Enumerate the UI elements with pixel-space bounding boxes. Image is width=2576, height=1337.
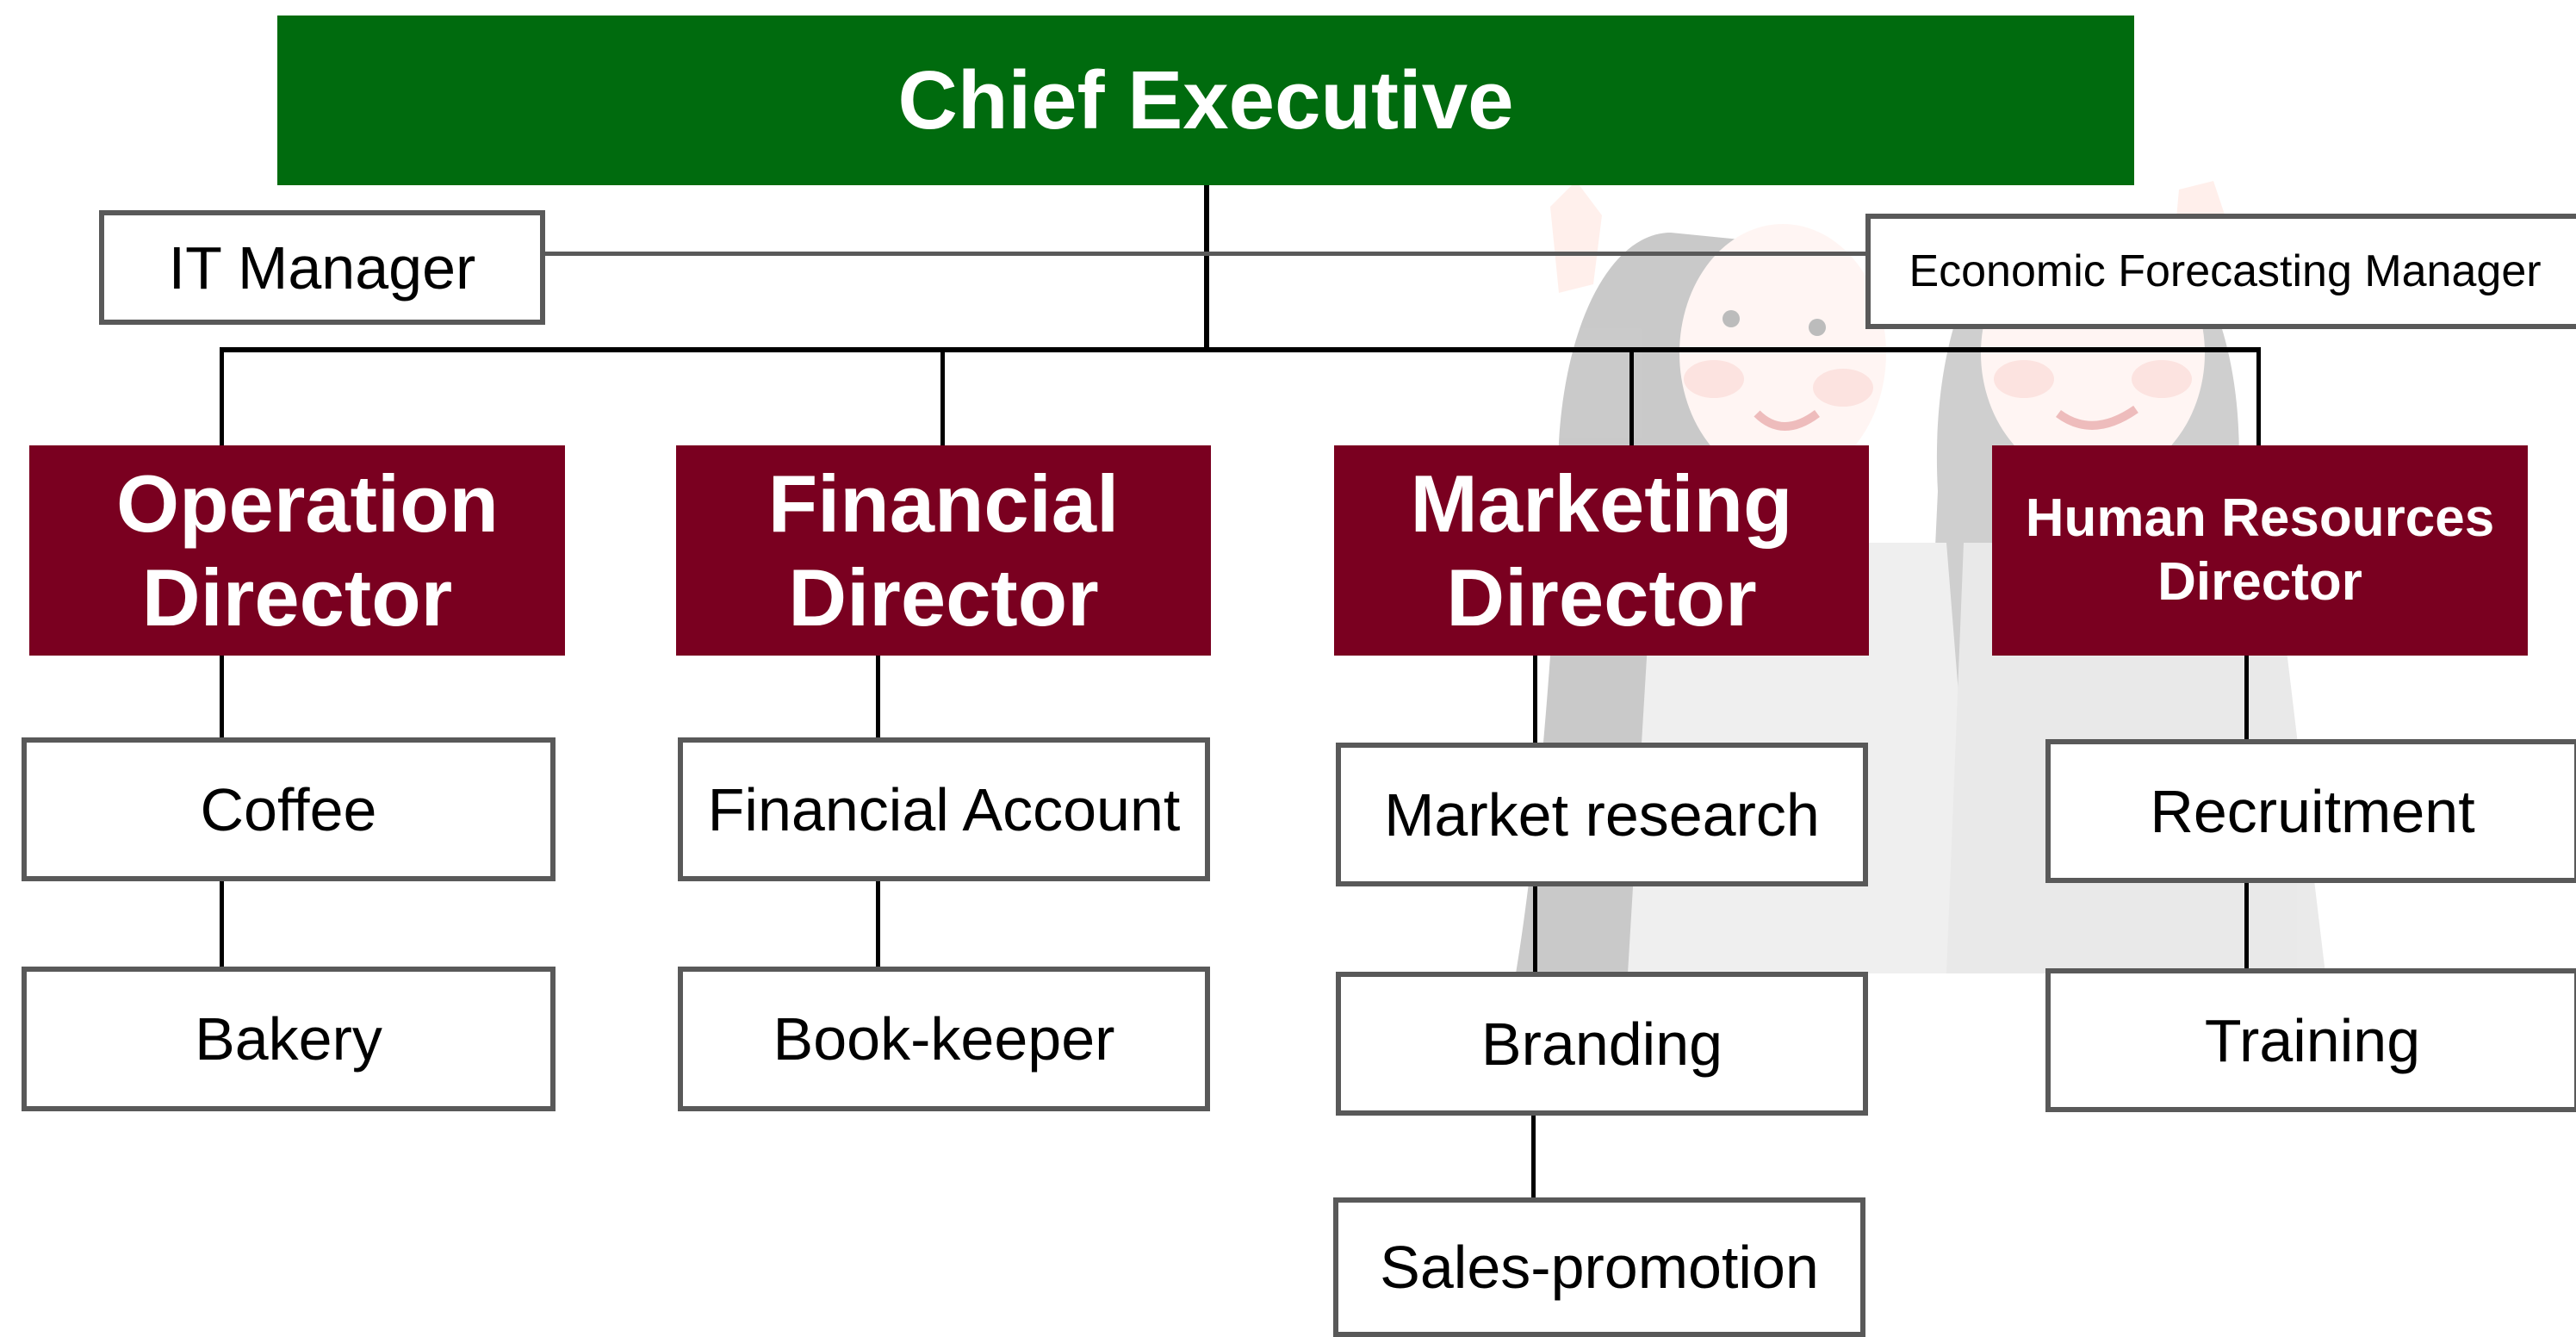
operation-director-label: Operation Director — [116, 457, 499, 643]
connector-to-operation — [220, 347, 224, 446]
bookkeeper-label: Book-keeper — [773, 1005, 1115, 1073]
connector-exec-trunk — [1204, 185, 1209, 347]
connector-account-bookkeeper — [876, 879, 880, 968]
connector-to-financial — [940, 347, 945, 446]
branding-box: Branding — [1336, 972, 1868, 1116]
economic-forecasting-manager-box: Economic Forecasting Manager — [1865, 214, 2576, 329]
marketing-director-label: Marketing Director — [1410, 457, 1793, 643]
chief-executive-label: Chief Executive — [897, 53, 1514, 146]
bookkeeper-box: Book-keeper — [678, 967, 1210, 1111]
financial-account-label: Financial Account — [707, 775, 1181, 843]
connector-operation-coffee — [220, 655, 224, 739]
sales-promotion-label: Sales-promotion — [1380, 1234, 1819, 1301]
financial-director-box: Financial Director — [676, 445, 1211, 656]
marketing-director-box: Marketing Director — [1334, 445, 1869, 656]
connector-branding-sales — [1531, 1113, 1536, 1199]
hr-director-label: Human Resources Director — [2025, 488, 2495, 612]
training-label: Training — [2204, 1006, 2421, 1074]
sales-promotion-box: Sales-promotion — [1333, 1197, 1865, 1337]
financial-director-label: Financial Director — [767, 457, 1120, 643]
connector-financial-account — [876, 655, 880, 739]
coffee-box: Coffee — [22, 737, 556, 881]
connector-to-marketing — [1629, 347, 1634, 446]
bakery-box: Bakery — [22, 967, 556, 1111]
training-box: Training — [2045, 968, 2576, 1112]
coffee-label: Coffee — [200, 775, 377, 843]
connector-staff-line — [544, 252, 1871, 256]
market-research-box: Market research — [1336, 743, 1868, 886]
operation-director-box: Operation Director — [29, 445, 565, 656]
branding-label: Branding — [1480, 1010, 1723, 1078]
financial-account-box: Financial Account — [678, 737, 1210, 881]
it-manager-box: IT Manager — [99, 210, 545, 325]
hr-director-box: Human Resources Director — [1992, 445, 2528, 656]
connector-recruitment-training — [2244, 880, 2249, 970]
connector-coffee-bakery — [220, 879, 224, 968]
bakery-label: Bakery — [195, 1005, 382, 1073]
connector-research-branding — [1533, 884, 1537, 973]
chief-executive-box: Chief Executive — [277, 16, 2134, 185]
connector-director-bus — [220, 347, 2261, 352]
market-research-label: Market research — [1384, 780, 1820, 849]
recruitment-label: Recruitment — [2150, 777, 2475, 845]
it-manager-label: IT Manager — [168, 233, 476, 302]
connector-to-hr — [2256, 347, 2261, 446]
connector-hr-recruitment — [2244, 655, 2249, 741]
economic-forecasting-manager-label: Economic Forecasting Manager — [1909, 246, 2542, 296]
recruitment-box: Recruitment — [2045, 739, 2576, 883]
connector-marketing-research — [1533, 655, 1537, 744]
